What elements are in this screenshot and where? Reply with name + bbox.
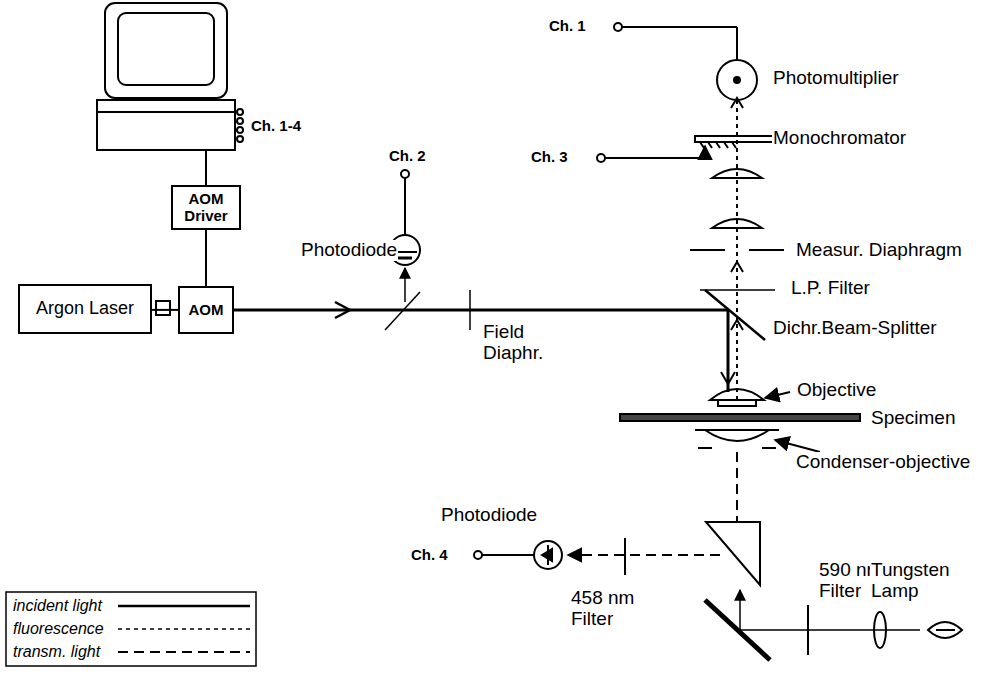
590-filter bbox=[807, 605, 809, 655]
box-label: AOM Driver bbox=[176, 191, 236, 224]
tungsten-lamp bbox=[928, 622, 962, 638]
box-label: Argon Laser bbox=[36, 299, 134, 319]
legend-text: transm. light bbox=[12, 643, 101, 661]
device-box: Argon Laser bbox=[18, 284, 152, 334]
legend-sample bbox=[118, 651, 250, 653]
beam-splitter bbox=[385, 292, 420, 330]
part-label: 458 nm Filter bbox=[570, 588, 642, 630]
legend-sample bbox=[118, 605, 250, 608]
measuring-diaphragm bbox=[690, 249, 725, 251]
legend-text: incident light bbox=[12, 597, 103, 615]
monochromator-grating bbox=[695, 136, 773, 142]
part-label: Objective bbox=[796, 380, 877, 401]
box-label: AOM bbox=[189, 302, 224, 319]
part-label: Condenser-objective bbox=[795, 452, 971, 473]
part-label: Field Diaphr. bbox=[482, 322, 554, 364]
field-diaphragm bbox=[469, 290, 471, 330]
legend-sample bbox=[118, 628, 250, 630]
prism bbox=[706, 522, 760, 585]
part-label: Tungsten Lamp bbox=[870, 560, 962, 602]
monitor bbox=[105, 3, 227, 98]
458-filter bbox=[624, 538, 626, 575]
lens bbox=[712, 169, 762, 178]
part-label: Dichr.Beam-Splitter bbox=[772, 318, 938, 339]
lamp-lens bbox=[874, 612, 886, 648]
connector bbox=[152, 309, 178, 311]
channel-label: Ch. 2 bbox=[388, 148, 427, 165]
device-box: AOM Driver bbox=[171, 185, 241, 230]
photodiode-symbol bbox=[534, 541, 562, 569]
part-label: Photodiode bbox=[440, 505, 538, 526]
transmitted-path bbox=[736, 452, 738, 522]
legend-frame bbox=[6, 592, 256, 666]
part-label: Measur. Diaphragm bbox=[795, 240, 963, 261]
laser-aperture bbox=[156, 301, 170, 315]
photomultiplier-symbol bbox=[717, 60, 757, 100]
control-wire bbox=[205, 150, 207, 185]
computer-base bbox=[97, 100, 235, 150]
part-label: Photodiode bbox=[300, 240, 398, 261]
incident-beam bbox=[234, 309, 722, 312]
condenser-symbol bbox=[695, 430, 779, 448]
fluorescence-path bbox=[736, 98, 738, 400]
part-label: Photomultiplier bbox=[772, 68, 900, 89]
lamp-beam bbox=[740, 629, 920, 631]
part-label: Monochromator bbox=[772, 128, 907, 149]
lp-filter bbox=[700, 289, 775, 291]
dichroic-beam-splitter bbox=[705, 290, 765, 340]
objective-symbol bbox=[710, 389, 764, 406]
connector bbox=[205, 230, 207, 286]
channel-label: Ch. 1 bbox=[548, 18, 587, 35]
part-label: L.P. Filter bbox=[790, 278, 871, 299]
channel-label: Ch. 4 bbox=[410, 547, 449, 564]
device-box: AOM bbox=[178, 286, 234, 334]
specimen-slide bbox=[620, 414, 860, 421]
legend-text: fluorescence bbox=[12, 620, 105, 638]
lens bbox=[712, 219, 762, 228]
channel-label: Ch. 3 bbox=[530, 149, 569, 166]
channel-label: Ch. 1-4 bbox=[250, 118, 302, 135]
part-label: Specimen bbox=[870, 408, 957, 429]
